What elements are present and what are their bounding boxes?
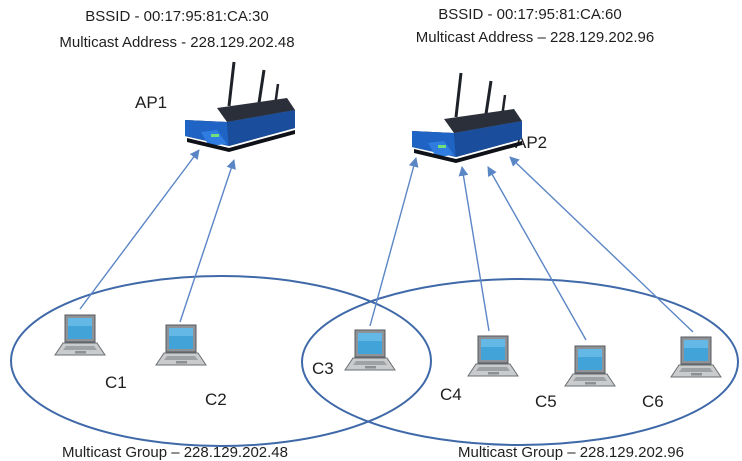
multicast-group-2-ellipse — [301, 278, 739, 446]
ap2-multicast-address-label: Multicast Address – 228.129.202.96 — [416, 29, 655, 46]
ap1-router-icon — [183, 60, 297, 154]
c4-laptop-icon — [467, 335, 519, 377]
ap2-router-icon — [410, 71, 524, 165]
c1-laptop-icon — [54, 314, 106, 356]
multicast-group-2-label: Multicast Group – 228.129.202.96 — [458, 444, 684, 461]
c3-laptop-icon — [344, 329, 396, 371]
ap1-label: AP1 — [135, 93, 167, 112]
c2-to-ap1-arrow — [179, 159, 236, 323]
client-label-c6: C6 — [642, 392, 664, 411]
c5-to-ap2-arrow — [487, 166, 587, 341]
c5-laptop-icon — [564, 345, 616, 387]
c2-laptop-icon — [155, 324, 207, 366]
c6-laptop-icon — [670, 336, 722, 378]
multicast-group-1-ellipse — [10, 275, 432, 447]
client-label-c4: C4 — [440, 385, 462, 404]
c1-to-ap1-arrow — [79, 149, 200, 310]
ap1-bssid-label: BSSID - 00:17:95:81:CA:30 — [85, 8, 268, 25]
c4-to-ap2-arrow — [458, 166, 490, 332]
client-label-c3: C3 — [312, 359, 334, 378]
client-label-c1: C1 — [105, 373, 127, 392]
multicast-group-1-label: Multicast Group – 228.129.202.48 — [62, 444, 288, 461]
ap2-bssid-label: BSSID - 00:17:95:81:CA:60 — [438, 6, 621, 23]
client-label-c2: C2 — [205, 390, 227, 409]
c6-to-ap2-arrow — [509, 156, 694, 333]
client-label-c5: C5 — [535, 392, 557, 411]
ap2-label: AP2 — [515, 133, 547, 152]
c3-to-ap2-arrow — [369, 157, 419, 327]
ap1-multicast-address-label: Multicast Address - 228.129.202.48 — [59, 34, 294, 51]
